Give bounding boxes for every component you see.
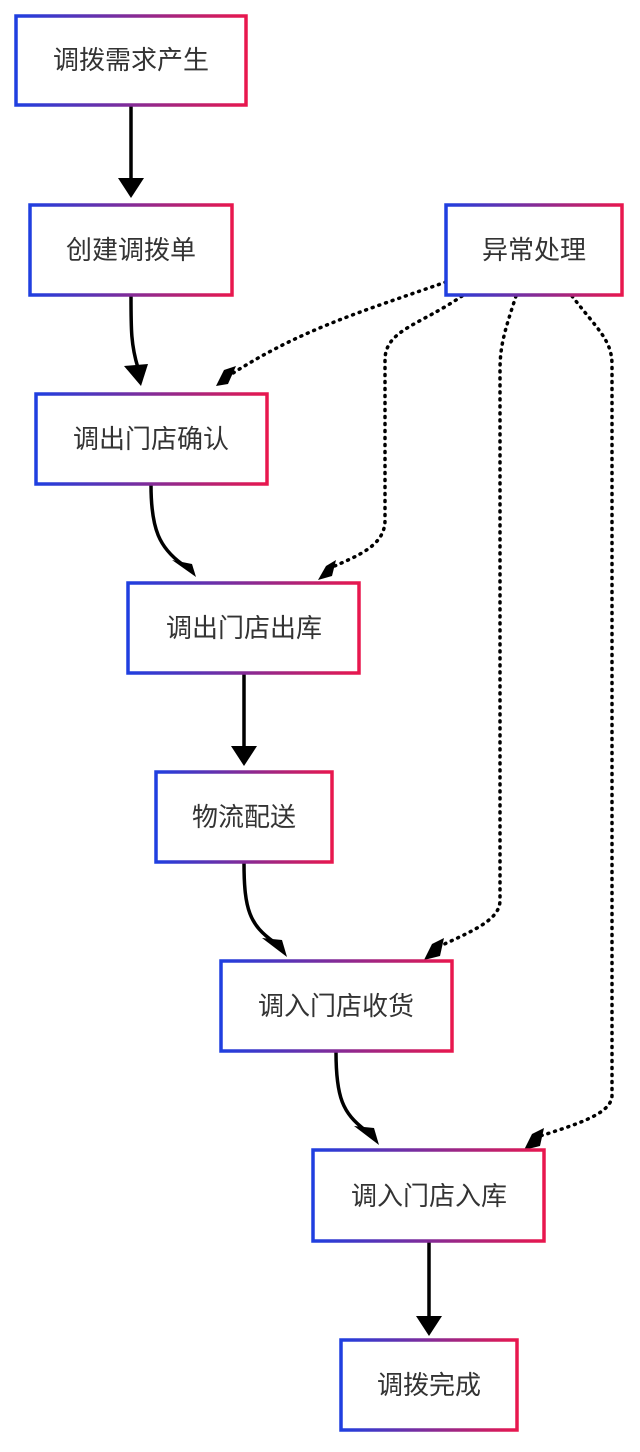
- node-in-receive-label: 调入门店收货: [258, 992, 414, 1022]
- arrowhead-in-receive: [262, 938, 287, 957]
- node-out-stock-box: [126, 581, 361, 675]
- edge-exception-to-in-receive: [438, 294, 518, 948]
- node-demand-label: 调拨需求产生: [53, 46, 209, 76]
- arrowhead-exc-in-receive: [424, 938, 444, 960]
- node-done-box: [339, 1338, 519, 1432]
- node-out-stock[interactable]: 调出门店出库: [126, 581, 361, 675]
- node-exception[interactable]: 异常处理: [444, 203, 624, 297]
- arrowhead-exc-out-confirm: [216, 366, 236, 386]
- arrowhead-exc-in-stock: [524, 1128, 544, 1150]
- arrowhead-create: [118, 178, 144, 198]
- node-exception-label: 异常处理: [482, 236, 586, 266]
- node-out-stock-label: 调出门店出库: [166, 614, 322, 644]
- arrowheads-exception: [216, 366, 544, 1150]
- node-out-confirm-label: 调出门店确认: [73, 425, 229, 455]
- node-in-stock[interactable]: 调入门店入库: [311, 1148, 546, 1243]
- node-logistics[interactable]: 物流配送: [154, 770, 334, 864]
- edge-exception-to-out-confirm: [228, 280, 448, 377]
- arrowhead-in-stock: [354, 1126, 379, 1145]
- edges-exception: [228, 280, 614, 1138]
- node-in-receive[interactable]: 调入门店收货: [219, 959, 454, 1053]
- arrowheads-main: [118, 178, 442, 1336]
- node-create-box: [28, 203, 234, 297]
- arrowhead-exc-out-stock: [318, 560, 336, 580]
- node-logistics-box: [154, 770, 334, 864]
- arrowhead-done: [416, 1316, 442, 1336]
- edge-out-confirm-to-out-stock: [149, 483, 184, 566]
- node-create[interactable]: 创建调拨单: [28, 203, 234, 297]
- arrowhead-logistics: [231, 746, 257, 766]
- node-done-label: 调拨完成: [377, 1371, 481, 1401]
- node-in-receive-box: [219, 959, 454, 1053]
- node-exception-box: [444, 203, 624, 297]
- edge-create-to-out-confirm: [129, 294, 140, 370]
- edges-main: [129, 104, 431, 1320]
- edge-exception-to-in-stock: [538, 294, 614, 1138]
- node-logistics-label: 物流配送: [192, 803, 296, 833]
- arrowhead-out-stock: [172, 560, 196, 577]
- edge-in-receive-to-in-stock: [334, 1050, 367, 1132]
- node-done[interactable]: 调拨完成: [339, 1338, 519, 1432]
- node-in-stock-box: [311, 1148, 546, 1243]
- node-demand-box: [14, 14, 248, 107]
- node-create-label: 创建调拨单: [66, 236, 196, 266]
- node-in-stock-label: 调入门店入库: [351, 1182, 507, 1212]
- arrowhead-out-confirm: [124, 364, 148, 386]
- edge-exception-to-out-stock: [328, 294, 464, 570]
- node-out-confirm-box: [34, 392, 269, 486]
- edge-logistics-to-in-receive: [242, 861, 276, 944]
- node-demand[interactable]: 调拨需求产生: [14, 14, 248, 107]
- node-out-confirm[interactable]: 调出门店确认: [34, 392, 269, 486]
